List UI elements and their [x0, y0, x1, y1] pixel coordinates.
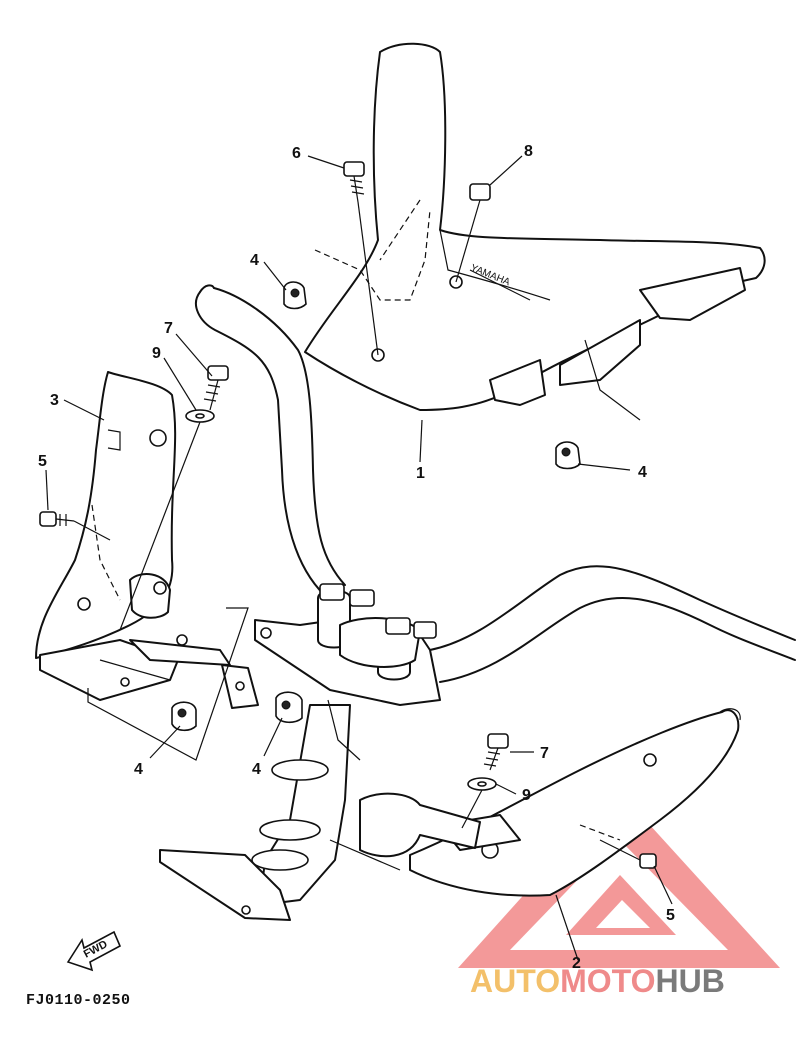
watermark-hub: HUB [655, 963, 724, 999]
callout-4-top-left: 4 [250, 252, 259, 269]
watermark-logo [458, 790, 780, 968]
nut-8 [455, 183, 491, 283]
callout-2: 2 [572, 955, 581, 972]
callout-7-right: 7 [540, 745, 549, 762]
screw-7b [483, 733, 509, 771]
screw-5b [599, 839, 657, 869]
callout-4-right: 4 [638, 464, 647, 481]
callout-4-bottom-left: 4 [134, 761, 143, 778]
screw-6 [343, 161, 379, 356]
front-fender-part-1: YAMAHA [304, 42, 766, 421]
washer-9b [461, 777, 497, 829]
svg-text:AUTOMOTOHUB: AUTOMOTOHUB [470, 963, 725, 999]
callout-1: 1 [416, 465, 425, 482]
callout-4-bottom-center: 4 [252, 761, 261, 778]
callout-6: 6 [292, 145, 301, 162]
callout-8: 8 [524, 143, 533, 160]
forward-arrow: FWD [66, 930, 122, 972]
bracket-box-right [329, 839, 401, 871]
callout-9-left: 9 [152, 345, 161, 362]
washer-9a [119, 409, 215, 631]
callout-9-right: 9 [522, 787, 531, 804]
grommet-4b [555, 441, 581, 470]
left-cover-part-3 [35, 371, 231, 701]
watermark-auto: AUTO [470, 963, 560, 999]
callout-3: 3 [50, 392, 59, 409]
diagram-part-code: FJ0110-0250 [26, 992, 131, 1009]
grommet-4a [283, 281, 307, 310]
screw-5a [39, 511, 111, 541]
callout-7-left: 7 [164, 320, 173, 337]
callout-numbers: 6 8 4 7 9 3 5 1 4 4 4 7 9 5 2 [38, 143, 675, 972]
right-cover-part-2 [359, 708, 741, 961]
leader-lines [45, 155, 673, 905]
steering-stem [159, 583, 441, 921]
handlebar [195, 284, 796, 683]
screw-7a [203, 365, 229, 411]
grommet-4d [275, 691, 303, 724]
watermark-text: AUTOMOTOHUB [470, 963, 725, 999]
callout-5-right: 5 [666, 907, 675, 924]
callout-5-left: 5 [38, 453, 47, 470]
grommet-4c [171, 701, 197, 732]
bracket-box-left [87, 607, 249, 761]
watermark-moto: MOTO [560, 963, 655, 999]
